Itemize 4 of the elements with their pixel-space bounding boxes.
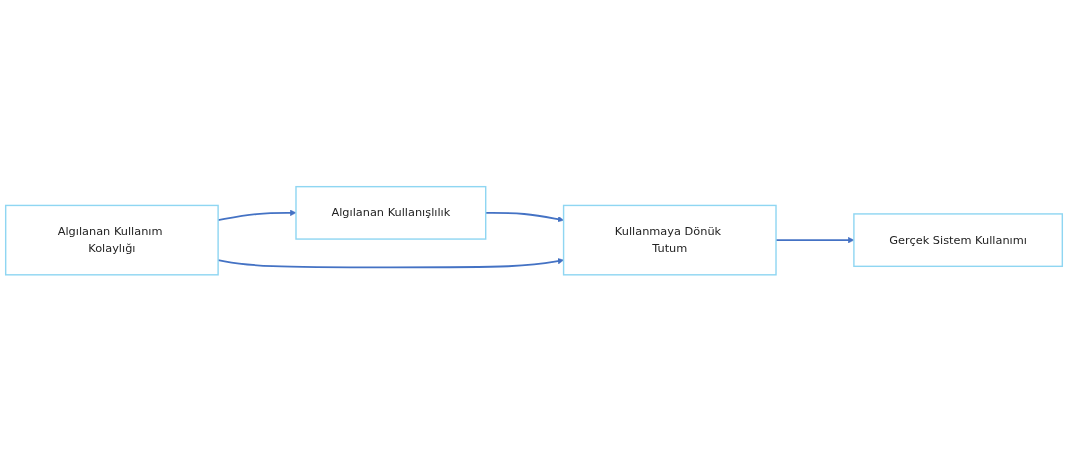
node-box: Algılanan Kullanım Kolaylığı [4, 204, 219, 276]
node-box: Algılanan Kullanışlılık [295, 185, 487, 240]
node-box: Kullanmaya Dönük Tutum [562, 204, 777, 276]
node-box: Gerçek Sistem Kullanımı [853, 212, 1064, 267]
